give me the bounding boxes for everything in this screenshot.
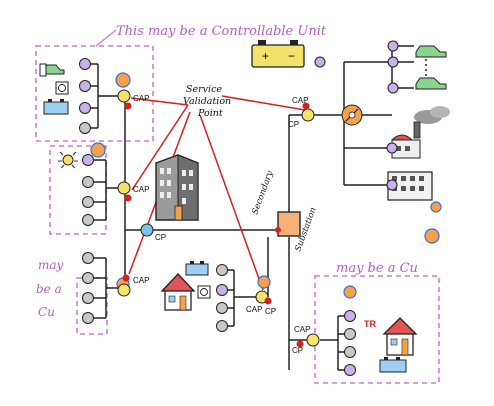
cap-label-4: CAP (292, 96, 308, 105)
dashed-boxes (35, 45, 440, 384)
substation-box (277, 211, 301, 237)
cap-label-1: CAP (133, 94, 149, 103)
cap-label-2: CAP (133, 185, 149, 194)
cp-label-3: CP (265, 307, 276, 316)
thermostat-icon-center (197, 285, 211, 299)
annotation-right: may be a Cu (336, 261, 418, 276)
svg-text:−: − (288, 49, 295, 63)
thermostat-icon (55, 81, 69, 95)
battery-icon-topleft (43, 99, 69, 115)
cap-label-6: CAP (294, 325, 310, 334)
factory-icon (391, 106, 450, 159)
battery-icon-top: +− (251, 40, 305, 68)
cu-box-right (314, 275, 440, 384)
cap-label-5: CAP (246, 305, 262, 314)
service-label-3: Point (197, 108, 223, 119)
house-icon-center (160, 273, 196, 311)
secondary-label: Secondary (250, 170, 275, 216)
cap-points (117, 89, 320, 347)
service-label-2: Validation (183, 96, 231, 107)
annotation-left-1: may (38, 258, 64, 272)
red-dots (122, 102, 310, 348)
cp-label-4: CP (292, 346, 303, 355)
office-building-icon (155, 154, 199, 221)
cap-label-3: CAP (133, 276, 149, 285)
battery-icon-center (185, 261, 209, 276)
annotation-top: This may be a Controllable Unit (116, 24, 327, 39)
lightbulb-icon (58, 151, 78, 169)
cu-box-left (49, 145, 107, 235)
tr-label: TR (364, 319, 376, 329)
annotation-arrow-top (95, 29, 117, 47)
customer-nodes (79, 40, 399, 376)
ev-charger-icon (39, 63, 47, 77)
annotation-left-2: be a (36, 282, 62, 296)
cu-box-left-lower (76, 277, 108, 335)
battery-icon-right (379, 357, 407, 373)
ev-car-icons (43, 45, 447, 90)
cp-label-1: CP (288, 120, 299, 129)
temperature-icon (341, 104, 363, 126)
cp-label-2: CP (155, 233, 166, 242)
svg-text:+: + (262, 49, 269, 63)
house-icon-right (382, 317, 418, 356)
cu-box-top-left (35, 45, 154, 142)
annotation-left-3: Cu (38, 305, 55, 319)
service-label-1: Service (186, 84, 222, 95)
